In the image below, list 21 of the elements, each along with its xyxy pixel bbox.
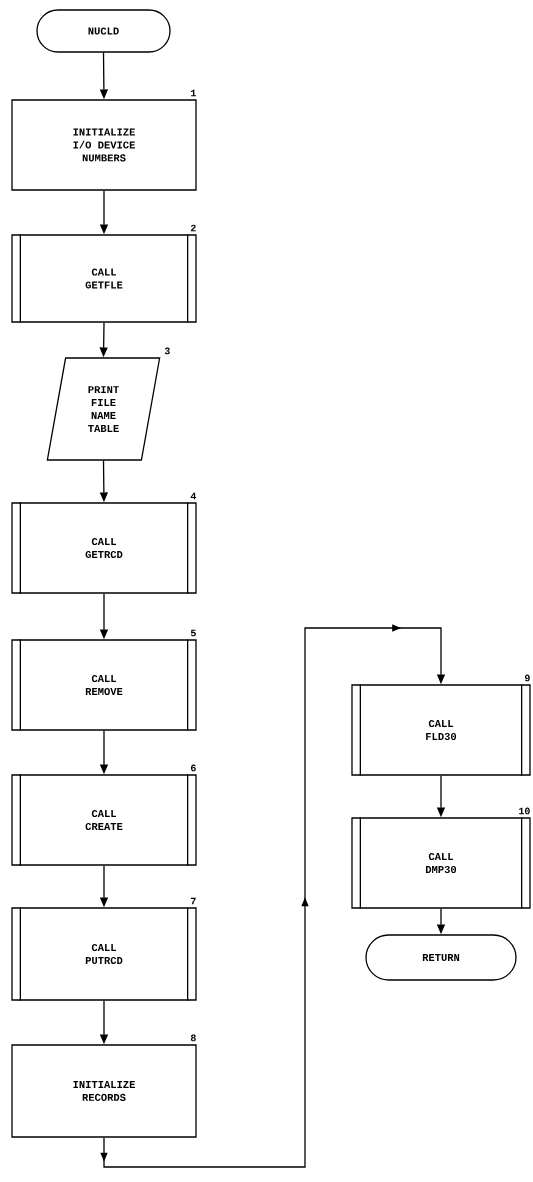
step-number: 9 [524,674,530,682]
subroutine-box: CALL DMP30 [351,816,531,910]
subroutine-box: CALL REMOVE [11,638,197,732]
step-number: 1 [191,89,196,97]
process-box: INITIALIZE RECORDS [11,1044,197,1138]
subroutine-box: CALL GETFLE [11,233,197,324]
step-number: 3 [164,347,170,355]
step-number: 4 [190,492,197,500]
subroutine-box: CALL FLD30 [351,683,531,777]
step-number: 8 [190,1034,196,1042]
subroutine-box: CALL GETRCD [11,501,197,595]
subroutine-box: CALL PUTRCD [11,906,197,1002]
process-box: INITIALIZE I/O DEVICE NUMBERS [11,99,197,191]
step-number: 2 [190,224,196,232]
step-number: 10 [519,807,530,815]
input-output-parallelogram: PRINT FILE NAME TABLE [46,357,161,461]
step-number: 5 [190,629,196,637]
step-number: 6 [191,764,196,772]
step-number: 7 [191,897,196,905]
arrow [100,624,446,1168]
subroutine-box: CALL CREATE [11,773,197,867]
